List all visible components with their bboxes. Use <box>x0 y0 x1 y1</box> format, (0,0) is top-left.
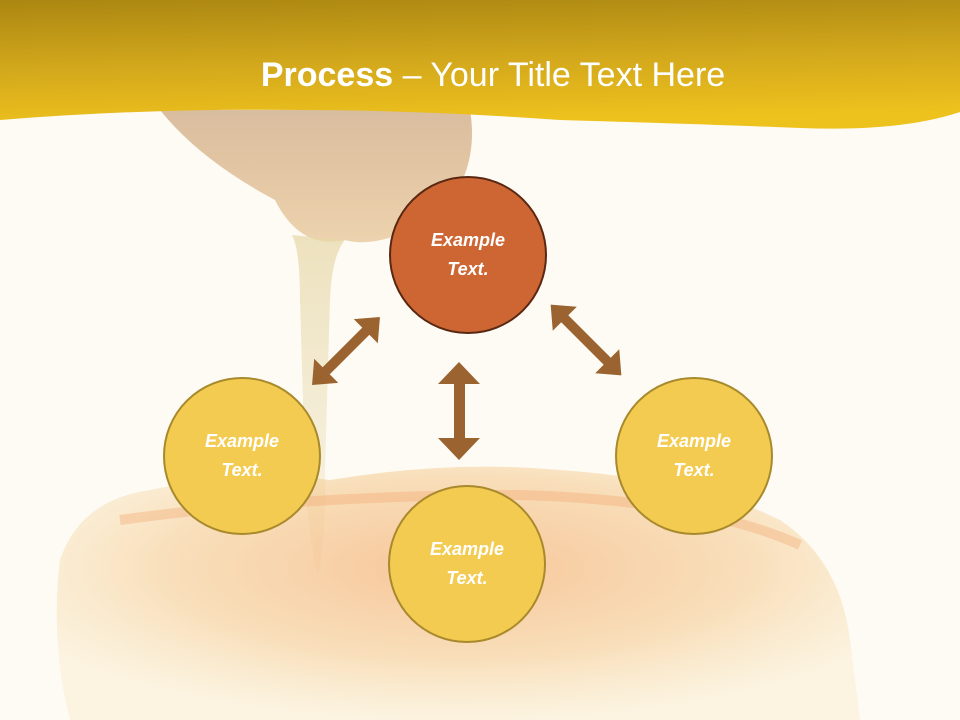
right-node-line1: Example <box>656 431 732 451</box>
left-node-line2: Text. <box>221 460 263 480</box>
left-node-line1: Example <box>204 431 280 451</box>
title-bold: Process <box>260 56 394 94</box>
header-banner <box>0 0 960 129</box>
center-node: Example Text. <box>389 176 547 334</box>
title-rest: – Your Title Text Here <box>393 56 726 94</box>
bottom-node: Example Text. <box>388 485 546 643</box>
slide-title: Process – Your Title Text Here <box>0 54 960 96</box>
center-node-line2: Text. <box>447 259 489 279</box>
left-node: Example Text. <box>163 377 321 535</box>
bottom-node-line1: Example <box>429 539 505 559</box>
right-node-line2: Text. <box>673 460 715 480</box>
bottom-node-line2: Text. <box>446 568 488 588</box>
right-node: Example Text. <box>615 377 773 535</box>
center-node-line1: Example <box>430 230 506 250</box>
